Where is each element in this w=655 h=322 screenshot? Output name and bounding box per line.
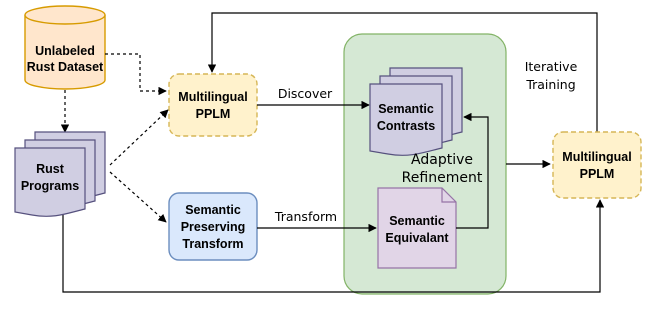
transform-line2: Preserving xyxy=(181,220,246,234)
contrasts-line2: Contrasts xyxy=(377,119,435,133)
transform-line1: Semantic xyxy=(185,203,241,217)
programs-to-pplm-arrow xyxy=(62,199,605,293)
semantic-preserving-transform-node: Semantic Preserving Transform xyxy=(168,192,258,261)
equivalent-line1: Semantic xyxy=(389,214,445,228)
dataset-to-pplm-arrow xyxy=(105,53,167,96)
semantic-contrasts-node: Semantic Contrasts xyxy=(369,67,463,156)
equivalent-to-contrasts-arrow xyxy=(456,112,489,229)
transform-edge-label: Transform xyxy=(274,209,337,224)
discover-label: Discover xyxy=(278,86,333,101)
iterative-line2: Training xyxy=(525,77,575,92)
rust-programs-line2: Programs xyxy=(21,179,79,193)
pplm-left-line1: Multilingual xyxy=(178,90,247,104)
rust-programs-node: Rust Programs xyxy=(14,131,106,217)
rust-programs-line1: Rust xyxy=(36,162,65,176)
dataset-label-line1: Unlabeled xyxy=(35,44,95,58)
pplm-left-node: Multilingual PPLM xyxy=(168,73,258,137)
refinement-line1: Adaptive xyxy=(411,152,473,168)
iterative-loop-arrow xyxy=(207,12,598,132)
unlabeled-rust-dataset: Unlabeled Rust Dataset xyxy=(24,5,106,90)
iterative-line1: Iterative xyxy=(525,59,578,74)
refinement-line2: Refinement xyxy=(402,170,483,186)
programs-to-pplm-arrow-dashed xyxy=(109,109,169,166)
pplm-right-line2: PPLM xyxy=(580,167,615,181)
pplm-right-node: Multilingual PPLM xyxy=(552,131,642,199)
programs-to-transform-arrow xyxy=(109,171,167,223)
semantic-equivalent-node: Semantic Equivalant xyxy=(377,187,457,269)
pplm-left-line2: PPLM xyxy=(196,107,231,121)
equivalent-line2: Equivalant xyxy=(385,231,449,245)
transform-line3: Transform xyxy=(182,237,243,251)
contrasts-line1: Semantic xyxy=(378,102,434,116)
pplm-right-line1: Multilingual xyxy=(562,150,631,164)
dataset-label-line2: Rust Dataset xyxy=(27,60,104,74)
